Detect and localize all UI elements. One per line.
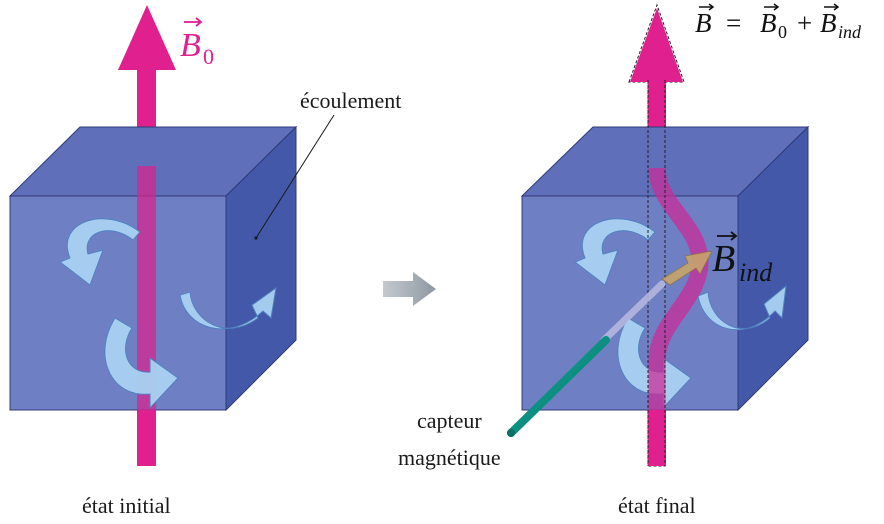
b0-vector-arrow-icon (184, 17, 203, 27)
b-ind-arrow (661, 250, 713, 286)
flow-leader-line (255, 114, 335, 239)
flow-label: écoulement (300, 88, 401, 113)
magnetic-sensor-probe (507, 280, 666, 437)
flow-swirl-arrows (58, 218, 277, 410)
eq-bind-vector-arrow-icon (824, 3, 840, 11)
final-state-label: état final (618, 493, 696, 518)
b0-sub: 0 (203, 44, 214, 69)
initial-state-group: B 0 (8, 5, 335, 466)
eq-b-vector-arrow-icon (699, 3, 715, 11)
sensor-label-line1: capteur (417, 408, 482, 433)
initial-state-label: état initial (82, 493, 171, 518)
flow-swirl-arrows-final (573, 218, 787, 410)
eq-b0-base: B (760, 8, 777, 38)
sensor-label-line2: magnétique (398, 445, 501, 470)
b-ind-vector-arrow-icon (717, 231, 738, 241)
eq-b0-sub: 0 (778, 22, 787, 42)
transition-arrow-icon (383, 272, 436, 306)
b-ind-label: B ind (712, 231, 773, 287)
eq-bind-sub: ind (838, 22, 862, 42)
b0-base: B (180, 27, 201, 64)
b-ind-base: B (712, 238, 735, 280)
b0-dashed-outline (628, 3, 685, 467)
eq-bind-base: B (820, 8, 837, 38)
eq-b: B (695, 8, 712, 38)
final-state-group: B ind B = B 0 + B ind (507, 3, 862, 467)
field-equation: B = B 0 + B ind (695, 3, 862, 42)
b0-label: B 0 (180, 17, 214, 69)
b-ind-sub: ind (739, 258, 773, 287)
eq-b0-vector-arrow-icon (764, 3, 780, 11)
eq-equals: = (726, 8, 741, 38)
eq-plus: + (797, 8, 812, 38)
